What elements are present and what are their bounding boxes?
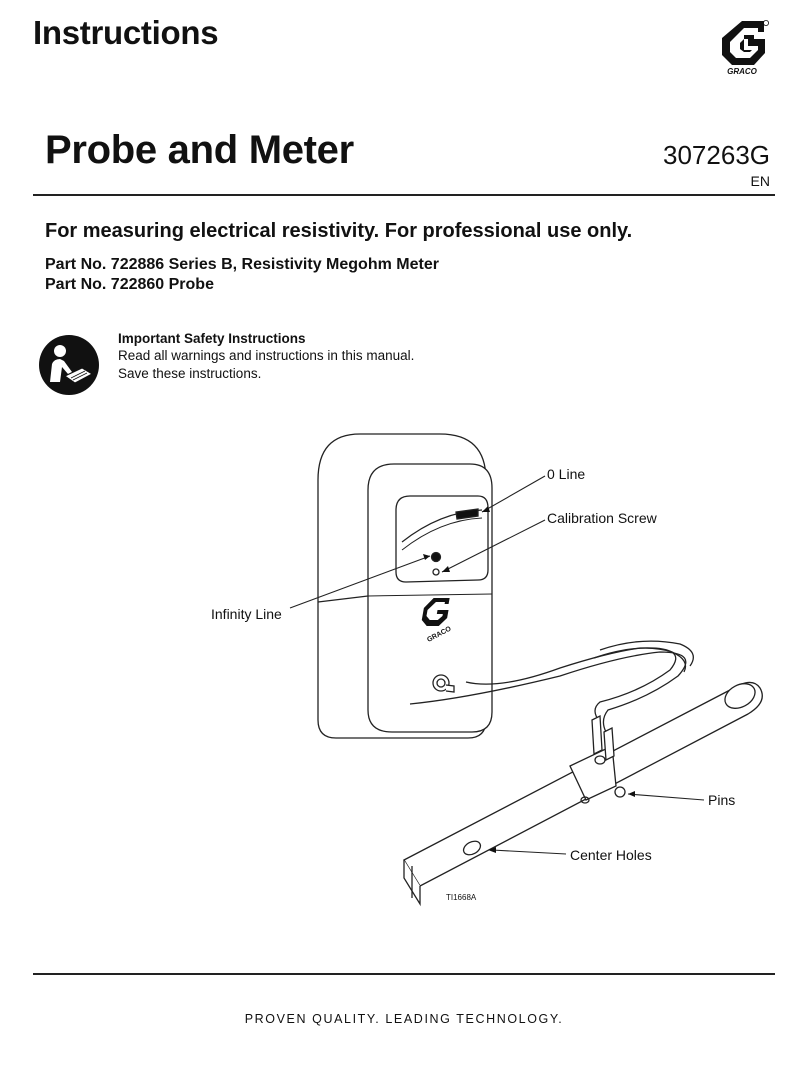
center-hole <box>462 840 482 856</box>
callout-infinity-line: Infinity Line <box>211 606 282 622</box>
header-label: Instructions <box>33 14 219 51</box>
callout-zero-line: 0 Line <box>547 466 586 482</box>
part-number-probe: Part No. 722860 Probe <box>45 276 214 293</box>
document-number: 307263G <box>663 140 770 170</box>
part-number-meter: Part No. 722886 Series B, Resistivity Me… <box>45 256 439 273</box>
figure-id: TI1668A <box>446 893 477 902</box>
safety-heading: Important Safety Instructions <box>118 331 306 346</box>
purpose-statement: For measuring electrical resistivity. Fo… <box>45 220 633 242</box>
document-language: EN <box>750 173 770 189</box>
footer-divider <box>33 973 775 975</box>
title-divider <box>33 194 775 196</box>
safety-line-2: Save these instructions. <box>118 366 262 381</box>
callout-center-holes: Center Holes <box>570 847 652 863</box>
meter-knob <box>432 674 450 692</box>
probe-connector-2 <box>603 726 615 762</box>
infinity-line-mark <box>430 551 442 563</box>
zero-line-mark <box>455 508 479 520</box>
probe-meter-diagram: GRACO <box>289 433 763 907</box>
safety-line-1: Read all warnings and instructions in th… <box>118 348 415 363</box>
callout-pins: Pins <box>708 792 736 808</box>
read-manual-icon <box>39 335 99 395</box>
probe-end-hole <box>724 683 756 709</box>
logo-text: GRACO <box>727 67 758 76</box>
graco-logo: GRACO <box>722 20 770 76</box>
probe-pin <box>614 786 626 798</box>
document-title: Probe and Meter <box>45 128 354 172</box>
footer-tagline: PROVEN QUALITY. LEADING TECHNOLOGY. <box>244 1012 564 1026</box>
callout-calibration-screw: Calibration Screw <box>547 510 657 526</box>
calibration-screw <box>432 568 440 576</box>
probe-connector-1 <box>591 714 603 756</box>
